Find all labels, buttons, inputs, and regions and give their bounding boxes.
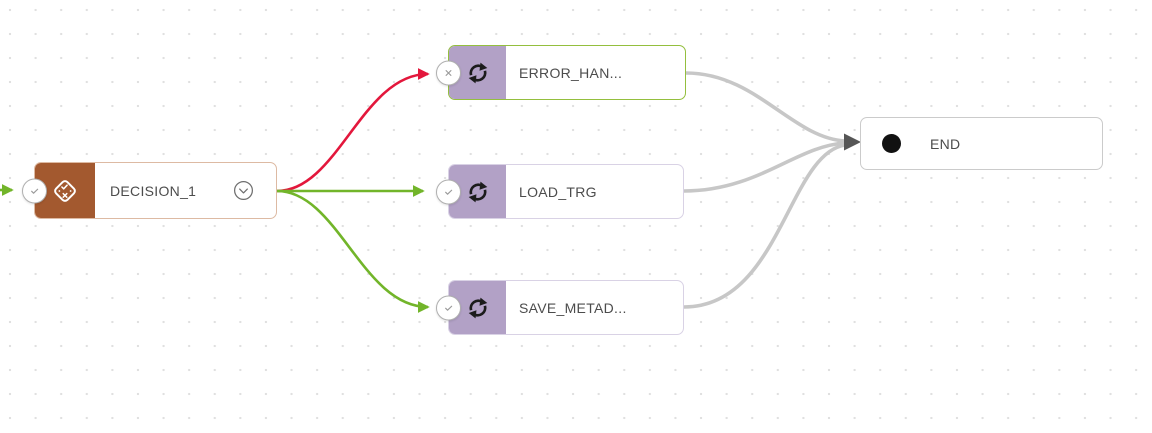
edge-load-trg-to-end[interactable]: [682, 141, 847, 193]
node-decision[interactable]: DECISION_1: [22, 162, 277, 219]
node-load-trg[interactable]: LOAD_TRG: [436, 164, 684, 219]
node-label: END: [930, 135, 961, 152]
check-badge-icon: [22, 178, 47, 203]
edge-decision-to-error-handler[interactable]: [276, 68, 430, 193]
node-end[interactable]: END: [860, 117, 1103, 170]
edge-error-handler-to-end[interactable]: [684, 71, 847, 143]
x-badge-icon: [436, 60, 461, 85]
node-save-metadata[interactable]: SAVE_METAD...: [436, 280, 684, 335]
check-badge-icon: [436, 179, 461, 204]
node-error-handler[interactable]: ERROR_HAN...: [436, 45, 686, 100]
node-label: SAVE_METAD...: [519, 299, 627, 316]
chevron-down-icon[interactable]: [233, 180, 254, 201]
edge-decision-to-save-metadata[interactable]: [276, 189, 430, 313]
filled-circle-icon: [882, 134, 901, 153]
edge-save-metadata-to-end[interactable]: [682, 143, 847, 309]
node-label: DECISION_1: [110, 182, 197, 199]
check-badge-icon: [436, 295, 461, 320]
end-arrowhead: [844, 133, 861, 151]
node-label: LOAD_TRG: [519, 183, 597, 200]
node-label: ERROR_HAN...: [519, 64, 623, 81]
